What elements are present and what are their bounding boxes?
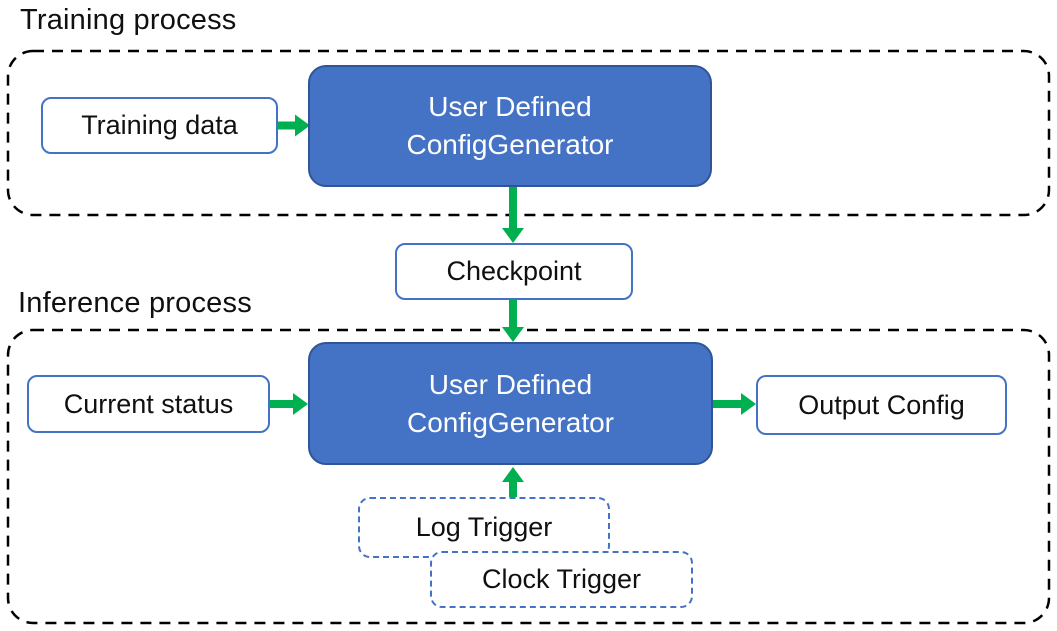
inference-config-generator-line2: ConfigGenerator <box>406 406 614 438</box>
current-status-box: Current status <box>27 375 270 433</box>
arrow-current-status-to-generator <box>270 393 308 415</box>
inference-container-outline <box>6 328 1051 625</box>
arrow-training-data-to-generator <box>278 114 310 137</box>
checkpoint-box: Checkpoint <box>395 243 633 300</box>
log-trigger-box: Log Trigger <box>358 497 610 558</box>
training-process-title: Training process <box>20 4 237 36</box>
arrow-checkpoint-to-generator <box>502 300 524 342</box>
training-config-generator-line2: ConfigGenerator <box>406 129 614 160</box>
clock-trigger-box: Clock Trigger <box>430 551 693 608</box>
training-config-generator-box: User Defined ConfigGenerator <box>308 65 712 187</box>
training-container-outline <box>6 49 1051 217</box>
arrow-generator-to-checkpoint <box>502 187 524 243</box>
inference-config-generator-line1: User Defined <box>428 368 593 400</box>
inference-process-title: Inference process <box>18 287 252 319</box>
training-data-box: Training data <box>41 97 278 154</box>
output-config-box: Output Config <box>756 375 1007 435</box>
arrow-generator-to-output-config <box>713 393 756 415</box>
training-config-generator-line1: User Defined <box>428 91 592 123</box>
inference-config-generator-box: User Defined ConfigGenerator <box>308 342 713 465</box>
arrow-triggers-to-generator <box>502 467 524 497</box>
